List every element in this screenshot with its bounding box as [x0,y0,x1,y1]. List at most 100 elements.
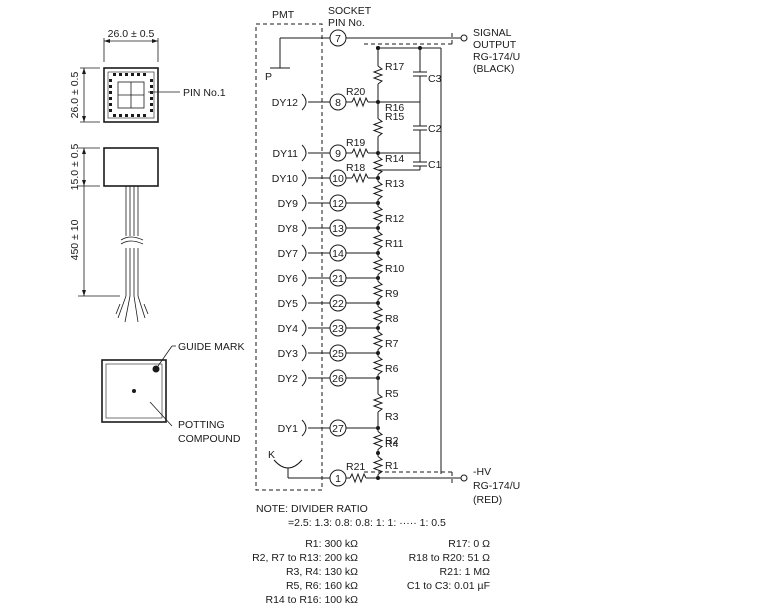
r3-label: R3 [385,411,399,423]
series-resistor-label: R20 [346,86,365,98]
signal-output-line3: RG-174/U [473,51,520,63]
bottom-view: GUIDE MARK POTTING COMPOUND [101,341,245,445]
dynode-label: DY10 [272,173,298,185]
value-left-3: R3, R4: 130 kΩ [286,566,358,578]
top-view: 26.0 ± 0.5 26.0 ± 0.5 PIN No.1 [69,28,226,123]
p-label: P [265,71,272,83]
pin-number: 25 [332,348,344,360]
divider-resistor [372,356,384,375]
divider-resistor [372,65,384,85]
divider-resistor-label: R4 [385,438,399,450]
socket-label-line2: PIN No. [328,17,365,29]
top-width-dim: 26.0 ± 0.5 [108,28,155,40]
divider-resistor [372,306,384,325]
dynode-label: DY3 [278,348,299,360]
pin-number: 9 [335,148,341,160]
series-resistor-label: R19 [346,137,365,149]
side-view: 15.0 ± 0.5 450 ± 10 [69,144,159,323]
divider-resistor [372,331,384,350]
guide-mark-label: GUIDE MARK [178,341,245,353]
series-resistor [351,172,369,184]
cable-length-dim: 450 ± 10 [69,219,81,260]
divider-resistor-label: R14 [385,153,404,165]
divider-resistor-label: R12 [385,213,404,225]
hv-label-line1: -HV [473,466,491,478]
pin-number: 13 [332,223,344,235]
divider-note-title: NOTE: DIVIDER RATIO [256,503,368,515]
divider-resistor [372,431,384,450]
divider-resistor-label: R10 [385,263,404,275]
pin-number: 23 [332,323,344,335]
value-right-2: R18 to R20: 51 Ω [409,552,491,564]
divider-resistor [372,118,384,137]
divider-resistor [372,181,384,200]
divider-resistor [372,206,384,225]
pmt-side-body [103,147,159,187]
dynode-label: DY5 [278,298,299,310]
cap-c3: C3 [428,73,442,85]
dynode-label: DY4 [278,323,299,335]
values-left: R1: 300 kΩ R2, R7 to R13: 200 kΩ R3, R4:… [252,538,358,606]
series-resistor [351,96,369,108]
value-left-2: R2, R7 to R13: 200 kΩ [252,552,358,564]
dynode-label: DY12 [272,97,298,109]
dynode-label: DY6 [278,273,299,285]
value-left-4: R5, R6: 160 kΩ [286,580,358,592]
divider-resistor [372,231,384,250]
series-resistor [351,147,369,159]
dynode-label: DY11 [273,148,299,160]
signal-terminal [460,34,468,42]
cap-c1: C1 [428,159,442,171]
r21-label: R21 [346,461,365,473]
signal-output-line1: SIGNAL [473,27,512,39]
value-right-1: R17: 0 Ω [448,538,490,550]
signal-output-line4: (BLACK) [473,63,514,75]
divider-resistor-label: R9 [385,288,399,300]
pin-number: 12 [332,198,344,210]
series-resistor-label: R18 [346,162,365,174]
cathode-pin-number: 1 [335,473,341,485]
pin-number: 10 [332,173,344,185]
pin-number: 27 [332,423,344,435]
divider-resistor-label: R16 [385,102,404,114]
divider-resistor-label: R5 [385,388,399,400]
dynode-label: DY9 [278,198,299,210]
divider-resistor-label: R13 [385,178,404,190]
values-right: R17: 0 Ω R18 to R20: 51 Ω R21: 1 MΩ C1 t… [407,538,490,592]
divider-chain [372,46,384,480]
hv-terminal [460,474,468,482]
k-label: K [268,449,275,461]
pin-number: 14 [332,248,344,260]
junction-dot [376,476,380,480]
divider-resistor-label: R6 [385,363,399,375]
anode-pin-number: 7 [335,33,341,45]
dynode-label: DY8 [278,223,299,235]
divider-resistor-label: R11 [385,238,404,250]
junction-dot [376,451,380,455]
notes: NOTE: DIVIDER RATIO =2.5: 1.3: 0.8: 0.8:… [252,503,490,606]
cap-c2: C2 [428,123,442,135]
divider-resistor-label: R8 [385,313,399,325]
r2-label: R2 [385,435,399,447]
divider-resistor [372,456,384,475]
dynode-label: DY7 [278,248,299,260]
divider-resistor-label: R7 [385,338,399,350]
pin1-label: PIN No.1 [183,87,226,99]
junction-dot [376,46,380,50]
r15-label: R15 [385,111,404,123]
dynode-label: DY1 [278,423,299,435]
r17-label: R17 [385,61,404,73]
r1-label: R1 [385,460,399,472]
hv-label-line3: (RED) [473,494,502,506]
divider-resistor [372,256,384,275]
